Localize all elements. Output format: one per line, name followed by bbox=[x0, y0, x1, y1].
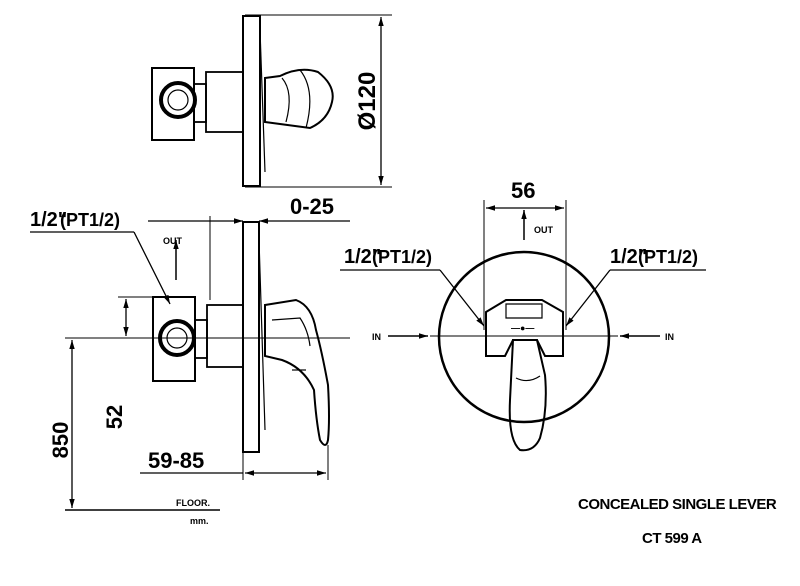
side-out-label: OUT bbox=[163, 236, 183, 246]
width-label: 56 bbox=[511, 178, 535, 203]
title-block: CONCEALED SINGLE LEVER CT 599 A bbox=[578, 496, 777, 547]
front-view: —●— 56 OUT IN IN 1/2" (PT1/2) 1/2" (PT1/… bbox=[340, 178, 706, 452]
front-in-left-label: IN bbox=[372, 332, 381, 342]
top-inlet-ring bbox=[159, 81, 197, 119]
diameter-label: Ø120 bbox=[354, 72, 381, 131]
front-out-label: OUT bbox=[534, 225, 554, 235]
front-left-thread-fraction: 1/2" bbox=[344, 246, 381, 268]
front-left-thread-size: (PT1/2) bbox=[372, 247, 432, 267]
side-thread-size: (PT1/2) bbox=[60, 210, 120, 230]
front-valve-outline bbox=[485, 299, 564, 357]
side-wall-plate bbox=[242, 221, 260, 453]
top-view: Ø120 bbox=[151, 14, 392, 188]
unit-label: mm. bbox=[190, 516, 209, 526]
mount-height-label: 850 bbox=[48, 422, 73, 459]
front-lever-handle bbox=[508, 339, 547, 452]
floor-label: FLOOR. bbox=[176, 498, 210, 508]
product-model: CT 599 A bbox=[642, 530, 702, 547]
side-lever-handle bbox=[264, 298, 330, 446]
front-in-right-label: IN bbox=[665, 332, 674, 342]
front-right-thread-fraction: 1/2" bbox=[610, 246, 647, 268]
side-thread-fraction: 1/2" bbox=[30, 209, 67, 231]
product-name: CONCEALED SINGLE LEVER bbox=[578, 496, 777, 513]
svg-text:—●—: —●— bbox=[511, 323, 534, 333]
top-wall-plate bbox=[242, 15, 261, 187]
front-cover-plate bbox=[437, 250, 611, 424]
front-right-thread-size: (PT1/2) bbox=[638, 247, 698, 267]
offset-label: 0-25 bbox=[290, 194, 334, 219]
top-handle bbox=[264, 68, 334, 130]
side-view: OUT 1/2" (PT1/2) 0-25 52 850 59-85 FLOOR… bbox=[30, 194, 350, 526]
inlet-height-label: 52 bbox=[102, 405, 127, 429]
depth-label: 59-85 bbox=[148, 448, 204, 473]
